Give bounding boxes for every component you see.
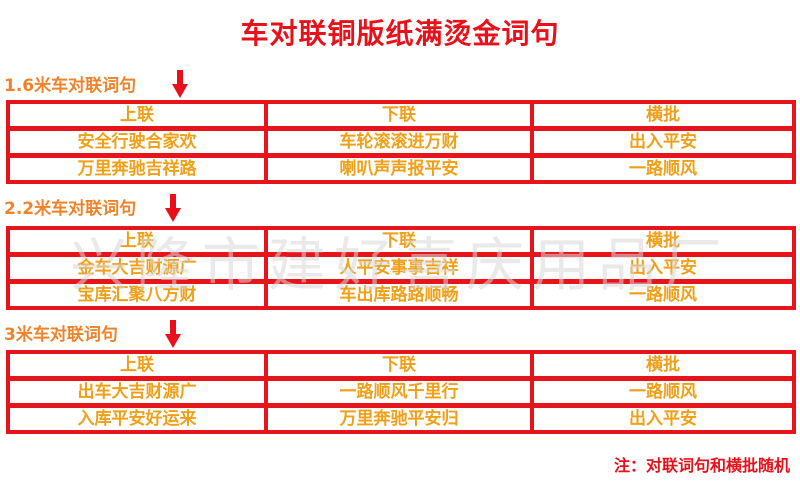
table-cell: 一路顺风 — [534, 158, 792, 180]
table-cell: 万里奔驰平安归 — [268, 408, 530, 430]
couplet-table-1: 上联 下联 横批 安全行驶合家欢 车轮滚滚进万财 出入平安 万里奔驰吉祥路 喇叭… — [6, 100, 796, 184]
table-cell: 一路顺风 — [534, 284, 792, 306]
table-cell: 万里奔驰吉祥路 — [10, 158, 264, 180]
page-title: 车对联铜版纸满烫金词句 — [240, 17, 560, 50]
table-cell: 入库平安好运来 — [10, 408, 264, 430]
table-cell: 一路顺风 — [534, 381, 792, 403]
header-horizontal: 横批 — [534, 104, 792, 126]
table-cell: 车轮滚滚进万财 — [268, 131, 530, 153]
down-arrow-icon — [165, 320, 181, 348]
header-horizontal: 横批 — [534, 354, 792, 376]
header-upper: 上联 — [10, 104, 264, 126]
table-cell: 宝库汇聚八方财 — [10, 284, 264, 306]
header-upper: 上联 — [10, 354, 264, 376]
table-cell: 出入平安 — [534, 131, 792, 153]
header-lower: 下联 — [268, 104, 530, 126]
section-label-1: 1.6米车对联词句 — [4, 76, 137, 96]
couplet-table-3: 上联 下联 横批 出车大吉财源广 一路顺风千里行 一路顺风 入库平安好运来 万里… — [6, 350, 796, 434]
down-arrow-icon — [172, 70, 188, 98]
table-cell: 安全行驶合家欢 — [10, 131, 264, 153]
table-cell: 车出库路路顺畅 — [268, 284, 530, 306]
section-label-3: 3米车对联词句 — [4, 325, 118, 345]
table-cell: 金车大吉财源广 — [10, 257, 264, 279]
table-cell: 出车大吉财源广 — [10, 381, 264, 403]
footnote: 注：对联词句和横批随机 — [613, 456, 790, 475]
down-arrow-icon — [165, 194, 181, 222]
table-cell: 喇叭声声报平安 — [268, 158, 530, 180]
table-cell: 人平安事事吉祥 — [268, 257, 530, 279]
couplet-table-2: 上联 下联 横批 金车大吉财源广 人平安事事吉祥 出入平安 宝库汇聚八方财 车出… — [6, 226, 796, 310]
section-label-2: 2.2米车对联词句 — [4, 199, 137, 219]
header-horizontal: 横批 — [534, 230, 792, 252]
header-upper: 上联 — [10, 230, 264, 252]
table-cell: 一路顺风千里行 — [268, 381, 530, 403]
table-cell: 出入平安 — [534, 257, 792, 279]
header-lower: 下联 — [268, 230, 530, 252]
header-lower: 下联 — [268, 354, 530, 376]
table-cell: 出入平安 — [534, 408, 792, 430]
